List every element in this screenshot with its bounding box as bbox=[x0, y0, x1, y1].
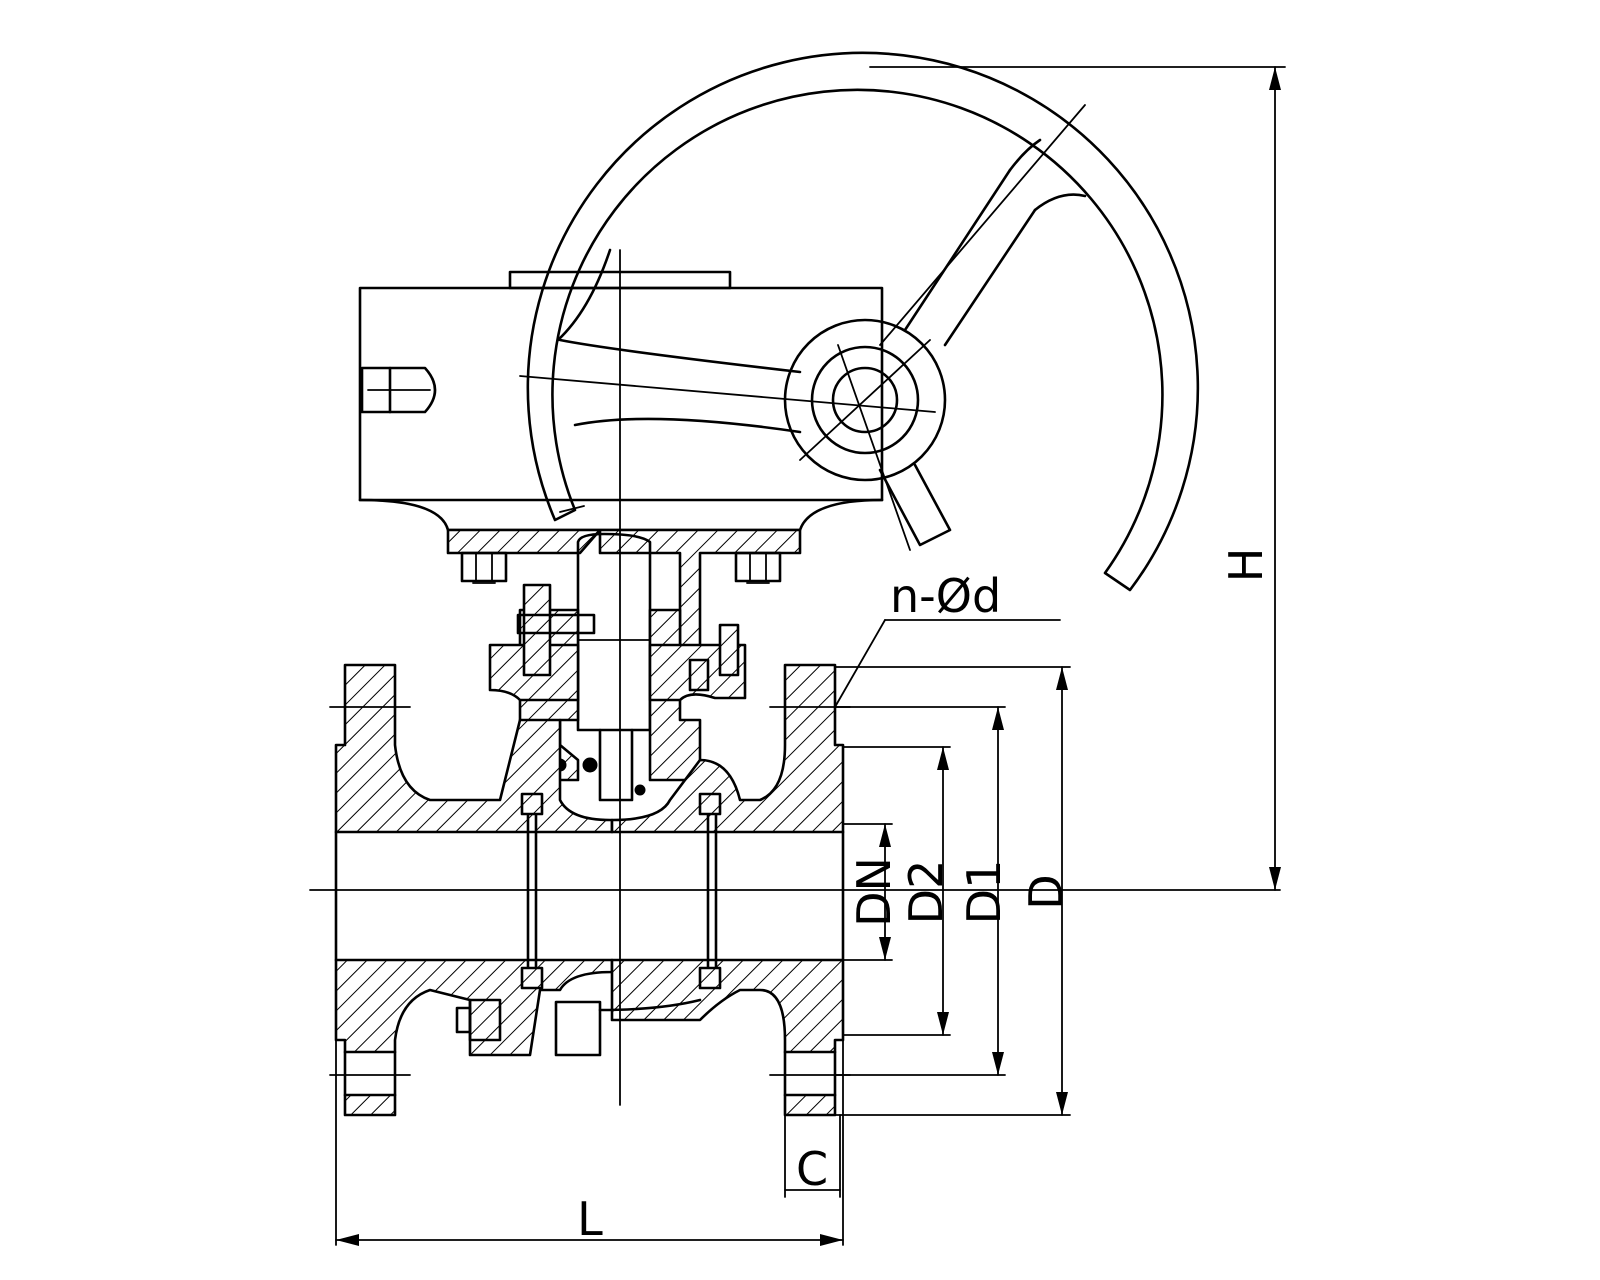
center-lines bbox=[309, 249, 1281, 1106]
hub-inner bbox=[831, 366, 899, 434]
dimensions bbox=[335, 66, 1286, 1246]
gearbox bbox=[358, 270, 884, 652]
dim-label-c: C bbox=[796, 1142, 828, 1196]
hub-outer bbox=[783, 318, 947, 482]
stem-assembly bbox=[488, 532, 747, 802]
dim-label-h: H bbox=[1219, 548, 1273, 583]
dim-label-n-od: n-Ød bbox=[890, 569, 1001, 623]
hub-ring bbox=[810, 345, 920, 455]
dim-label-d: D bbox=[1019, 874, 1073, 909]
dim-label-d2: D2 bbox=[899, 860, 953, 925]
handwheel bbox=[519, 51, 1200, 592]
dim-label-d1: D1 bbox=[957, 860, 1011, 925]
dim-label-l: L bbox=[577, 1192, 603, 1246]
dim-label-dn: DN bbox=[847, 857, 901, 927]
